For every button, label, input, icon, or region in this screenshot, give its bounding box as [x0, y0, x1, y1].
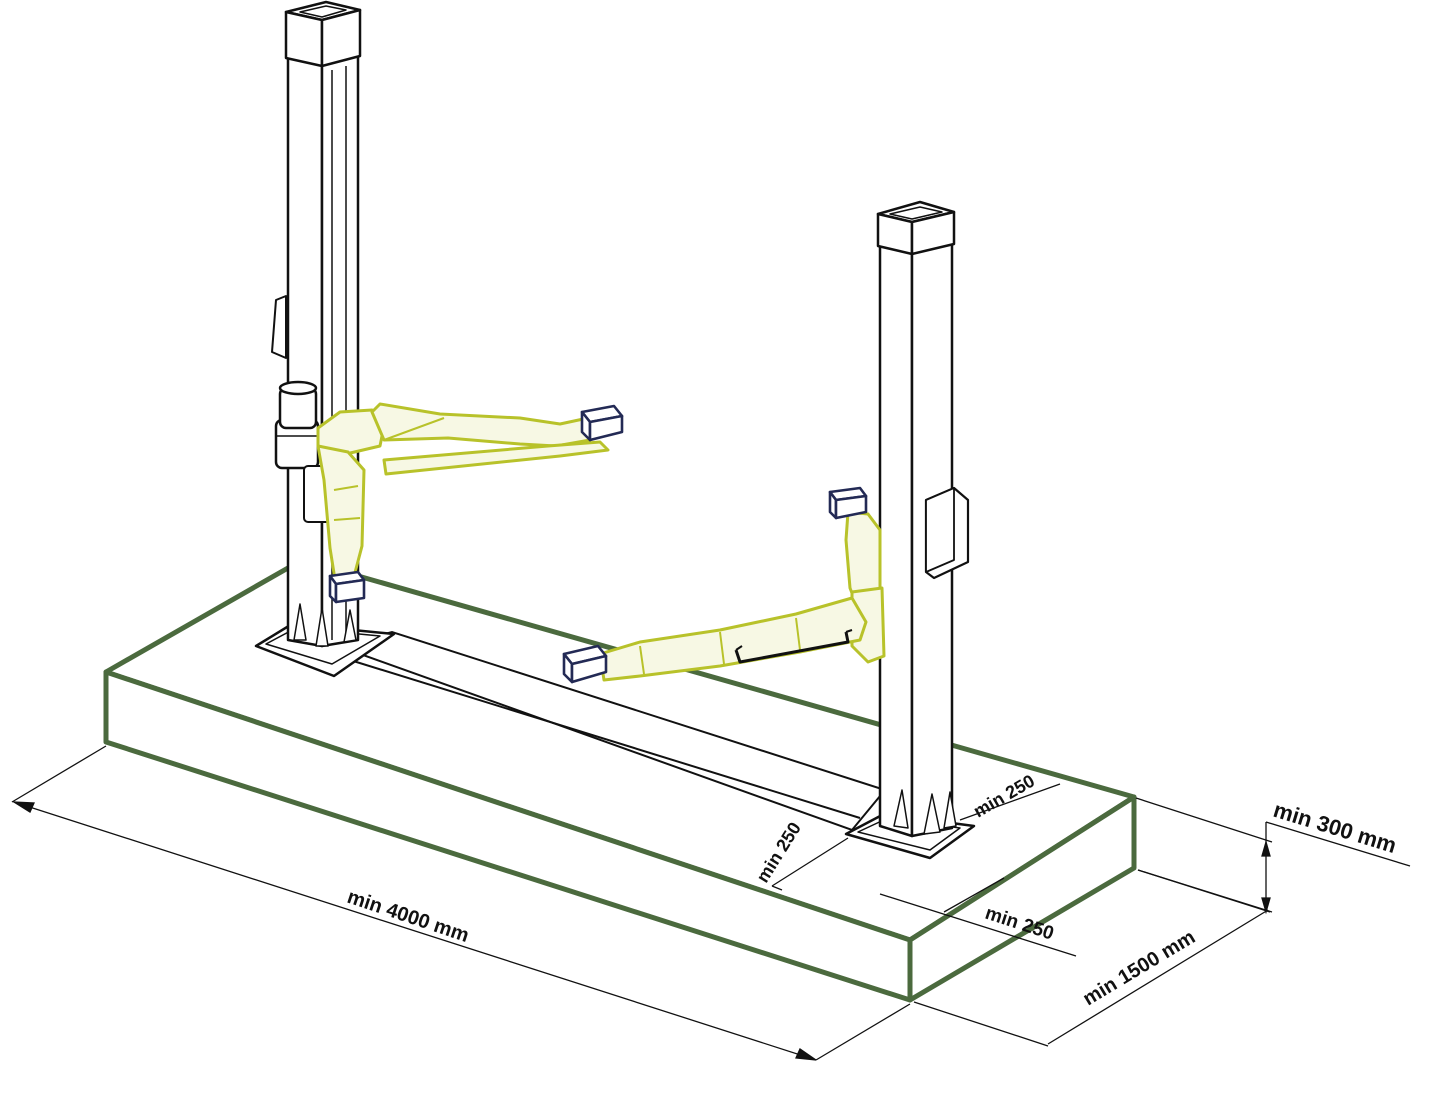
dim-depth-label: min 300 mm — [1271, 797, 1400, 858]
dim-length-label: min 4000 mm — [344, 886, 471, 947]
lift-pad-left-rear — [580, 404, 624, 442]
left-post-control-box — [271, 295, 287, 359]
arm-handle — [734, 631, 850, 664]
lift-pads — [328, 404, 868, 684]
foundation-slab — [103, 557, 1137, 1003]
lift-pad-right-rear — [828, 486, 868, 520]
left-lift-arms — [316, 402, 610, 588]
dimension-lines — [11, 745, 1411, 1061]
right-front-arm — [598, 596, 868, 682]
slab-side-face — [907, 794, 1137, 1003]
hydraulic-motor — [274, 380, 320, 470]
dim-width-label: min 1500 mm — [1079, 926, 1199, 1010]
lift-pad-left-front — [328, 570, 366, 604]
lift-pad-right-front — [562, 644, 608, 684]
right-post — [844, 200, 976, 860]
left-rear-arm — [370, 402, 606, 448]
right-lift-arms — [598, 510, 886, 682]
